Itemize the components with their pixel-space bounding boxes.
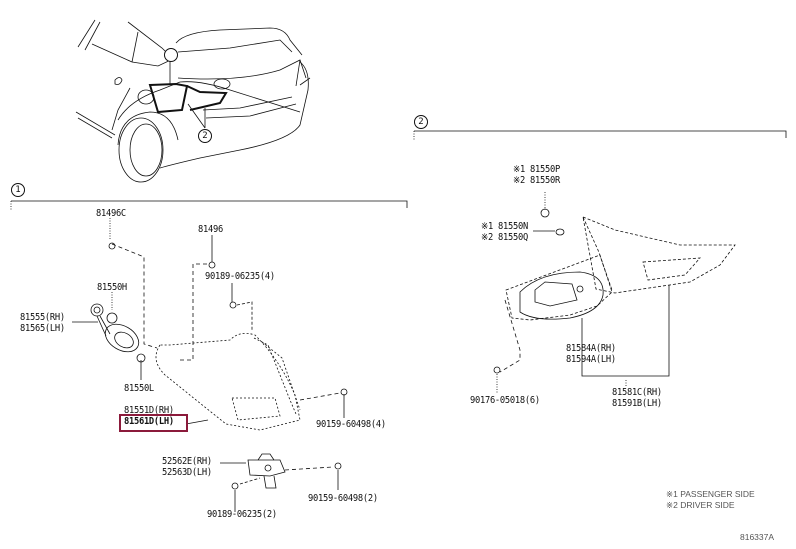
part-label-81551D-rh[interactable]: 81551D(RH) — [124, 405, 174, 416]
part-label-81550N[interactable]: ※1 81550N — [481, 221, 528, 232]
part-label-81550L[interactable]: 81550L — [124, 383, 154, 394]
part-label-81550Q[interactable]: ※2 81550Q — [481, 232, 528, 243]
lamp-highlight-right — [186, 85, 228, 111]
part-label-81496C[interactable]: 81496C — [96, 208, 126, 219]
section-2-marker: 2 — [414, 115, 428, 129]
part-label-81555-rh[interactable]: 81555(RH) — [20, 312, 65, 323]
part-label-81581C-rh[interactable]: 81581C(RH) — [612, 387, 662, 398]
callout-1-overview — [164, 48, 178, 62]
part-label-81591B-lh[interactable]: 81591B(LH) — [612, 398, 662, 409]
lamp-highlight-left — [148, 82, 189, 114]
section-1-marker: 1 — [11, 183, 25, 197]
part-label-90189-06235-4[interactable]: 90189-06235(4) — [205, 271, 275, 282]
part-label-81550R[interactable]: ※2 81550R — [513, 175, 560, 186]
part-label-90189-06235-2[interactable]: 90189-06235(2) — [207, 509, 277, 520]
lens-81551D-drawing — [155, 332, 301, 431]
car-overview-drawing — [75, 19, 311, 183]
part-label-90159-60498-4[interactable]: 90159-60498(4) — [316, 419, 386, 430]
socket-assembly-drawing — [90, 303, 146, 363]
legend-driver-side: ※2 DRIVER SIDE — [666, 500, 735, 510]
part-label-81550P[interactable]: ※1 81550P — [513, 164, 560, 175]
highlight-box — [119, 414, 188, 432]
part-label-81594A-lh[interactable]: 81594A(LH) — [566, 354, 616, 365]
part-label-90176-05018-6[interactable]: 90176-05018(6) — [470, 395, 540, 406]
part-label-81496[interactable]: 81496 — [198, 224, 223, 235]
legend-passenger-side: ※1 PASSENGER SIDE — [666, 489, 755, 499]
part-label-81584A-rh[interactable]: 81584A(RH) — [566, 343, 616, 354]
part-label-81565-lh[interactable]: 81565(LH) — [20, 323, 65, 334]
part-label-81550H[interactable]: 81550H — [97, 282, 127, 293]
part-label-81561D-lh[interactable]: 81561D(LH) — [124, 416, 174, 427]
figure-id: 816337A — [740, 532, 775, 542]
part-label-52562E-rh[interactable]: 52562E(RH) — [162, 456, 212, 467]
part-label-52563D-lh[interactable]: 52563D(LH) — [162, 467, 212, 478]
part-label-90159-60498-2[interactable]: 90159-60498(2) — [308, 493, 378, 504]
rear-lamp-81581C-drawing — [582, 216, 736, 294]
lamp-housing-81584A-drawing — [505, 254, 613, 321]
callout-2-overview: 2 — [198, 129, 212, 143]
bracket-52562E-drawing — [220, 453, 286, 489]
